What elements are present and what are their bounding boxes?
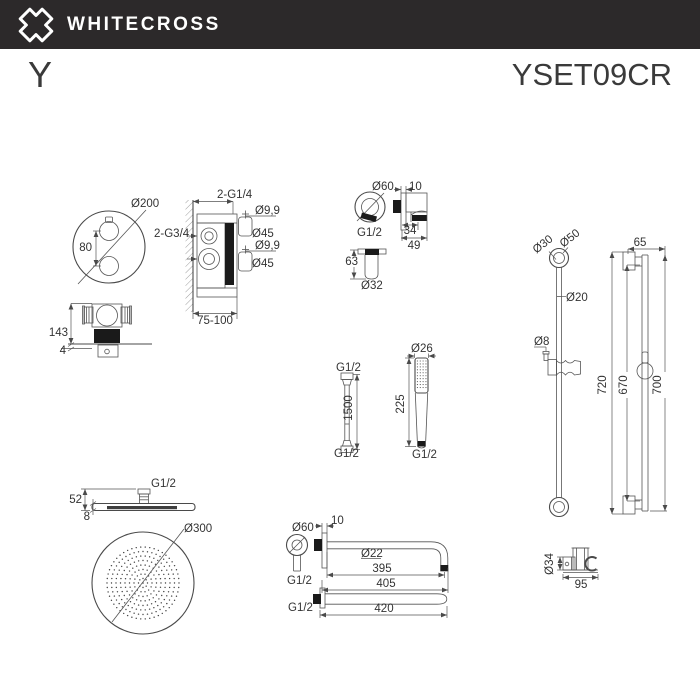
label-headshower-thickness: 8 — [84, 511, 90, 523]
handshower-spray-dots — [416, 360, 427, 389]
label-slidebar-height-total: 720 — [597, 375, 609, 394]
label-elbow-body-height: 34 — [404, 225, 417, 237]
label-mixer-diameter: Ø200 — [131, 198, 159, 210]
label-plate-thickness: 4 — [60, 345, 67, 357]
title-row: Y YSET09CR — [0, 49, 700, 100]
label-elbow-total-depth: 49 — [408, 240, 421, 252]
label-slidebar-height-rail: 670 — [618, 375, 630, 394]
mixer-side-view: 2-G1/4 2-G3/4 Ø9,9 Ø45 Ø9,9 Ø45 75-100 — [154, 189, 280, 327]
label-arm-thread-side: G1/2 — [288, 602, 313, 614]
label-slidebar-pin-diameter: Ø8 — [534, 336, 549, 348]
series-title: Y — [28, 53, 53, 95]
whitecross-logo-icon — [18, 7, 54, 42]
handshower-view: Ø26 225 G1/2 — [395, 343, 437, 461]
arm-side-view: 10 Ø22 395 405 — [314, 515, 449, 593]
label-headshower-diameter: Ø300 — [184, 523, 212, 535]
label-knob-spacing: 80 — [79, 242, 92, 254]
label-stem-bottom: Ø9,9 — [255, 240, 280, 252]
label-holder-width: 95 — [575, 579, 588, 591]
hose-view: G1/2 1500 G1/2 — [334, 362, 361, 460]
label-arm-thread-front: G1/2 — [287, 575, 312, 587]
slidebar-front-view: Ø30 Ø50 Ø20 Ø8 — [531, 227, 588, 518]
label-elbow-outlet-diameter: Ø32 — [361, 280, 383, 292]
headshower-front-view: Ø300 — [91, 523, 212, 635]
label-slidebar-offset: 65 — [634, 237, 647, 249]
holder-top-view: Ø34 95 — [544, 547, 599, 591]
label-slidebar-height-overall: 700 — [652, 375, 664, 394]
label-slidebar-flange-diameter: Ø50 — [558, 227, 583, 250]
label-hose-length: 1500 — [343, 395, 355, 421]
label-knob-bottom: Ø45 — [252, 258, 274, 270]
label-elbow-diameter: Ø60 — [372, 181, 394, 193]
label-knob-top: Ø45 — [252, 228, 274, 240]
label-arm-tube-diameter: Ø22 — [361, 548, 383, 560]
wall-elbow-views: Ø60 G1/2 10 34 49 — [345, 181, 428, 292]
label-arm-flange-diameter: Ø60 — [292, 522, 314, 534]
label-mixer-outlets: 2-G1/4 — [217, 189, 253, 201]
mixer-front-view: Ø200 80 — [72, 198, 159, 285]
slidebar-side-view: 65 720 670 700 — [597, 237, 668, 515]
label-arm-length-total: 420 — [374, 603, 393, 615]
label-headshower-height: 52 — [69, 494, 82, 506]
label-elbow-drop: 63 — [345, 256, 358, 268]
label-handshower-diameter: Ø26 — [411, 343, 433, 355]
arm-bottom-view: G1/2 420 — [288, 587, 448, 618]
label-holder-diameter: Ø34 — [544, 553, 556, 575]
label-arm-plate-depth: 10 — [331, 515, 344, 527]
label-slidebar-rail-diameter: Ø20 — [566, 292, 588, 304]
label-arm-length-outer: 405 — [376, 578, 395, 590]
label-install-depth: 143 — [49, 327, 68, 339]
label-handshower-length: 225 — [395, 394, 407, 413]
header-bar: WHITECROSS — [0, 0, 700, 49]
brand-name: WHITECROSS — [67, 13, 221, 35]
mixer-installation-view: 143 4 — [49, 303, 152, 358]
technical-drawing: Ø200 80 — [49, 181, 668, 635]
label-headshower-thread: G1/2 — [151, 478, 176, 490]
headshower-side-view: G1/2 52 8 — [69, 478, 196, 523]
label-mixer-inlets: 2-G3/4 — [154, 228, 190, 240]
arm-front-view: Ø60 G1/2 — [285, 522, 314, 587]
label-depth-range: 75-100 — [197, 315, 233, 327]
label-handshower-thread: G1/2 — [412, 449, 437, 461]
model-number: YSET09CR — [511, 56, 672, 92]
label-hose-thread-bottom: G1/2 — [334, 448, 359, 460]
label-elbow-plate-depth: 10 — [409, 181, 422, 193]
label-stem-top: Ø9,9 — [255, 205, 280, 217]
label-arm-length-inner: 395 — [372, 563, 391, 575]
label-elbow-thread: G1/2 — [357, 227, 382, 239]
headshower-spray-dots — [106, 546, 180, 620]
label-hose-thread-top: G1/2 — [336, 362, 361, 374]
